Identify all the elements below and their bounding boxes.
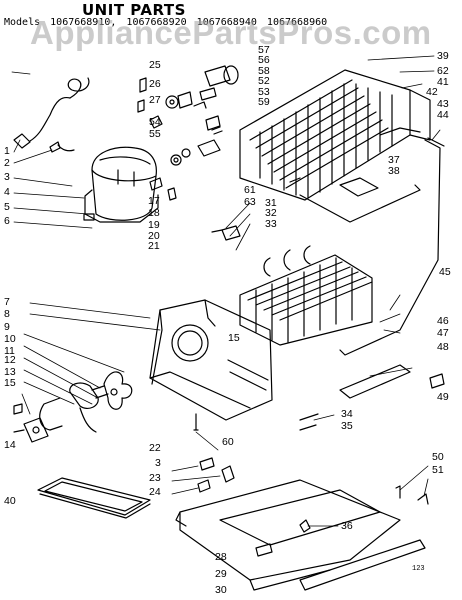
- callout-label: 17: [148, 195, 160, 207]
- callout-label: 60: [222, 436, 234, 448]
- callout-label: 40: [4, 495, 16, 507]
- callout-label: 26: [149, 78, 161, 90]
- model-number: 1067668910,: [50, 17, 117, 28]
- callout-label: 8: [4, 308, 10, 320]
- callout-label: 21: [148, 240, 160, 252]
- models-label: Models: [4, 17, 41, 28]
- callout-label: 7: [4, 296, 10, 308]
- callout-label: 24: [149, 486, 161, 498]
- callout-label: 53: [258, 86, 270, 98]
- callout-label: 56: [258, 54, 270, 66]
- callout-label: 35: [341, 420, 353, 432]
- callout-label: 59: [258, 96, 270, 108]
- callout-label: 34: [341, 408, 353, 420]
- callout-label: 10: [4, 333, 16, 345]
- model-number: 1067668920: [126, 17, 187, 28]
- footer-code: 123: [412, 565, 425, 573]
- callout-label: 11: [4, 345, 15, 357]
- callout-label: 55: [149, 128, 161, 140]
- callout-label: 51: [432, 464, 444, 476]
- callout-label: 5: [4, 201, 10, 213]
- callout-leaders: [11, 55, 441, 527]
- callout-label: 27: [149, 94, 161, 106]
- callout-label: 20: [148, 230, 160, 242]
- callout-label: 54: [149, 116, 161, 128]
- callout-label: 39: [437, 50, 449, 62]
- callout-label: 3: [4, 171, 10, 183]
- callout-label: 15: [228, 332, 240, 344]
- condenser-coil: [239, 69, 431, 201]
- callout-label: 31: [265, 197, 277, 209]
- small-fittings: [137, 65, 239, 135]
- callout-label: 57: [258, 44, 270, 56]
- compressor-relay-parts: [149, 139, 221, 201]
- callout-label: 42: [426, 86, 438, 98]
- callout-label: 19: [148, 219, 160, 231]
- callout-label: 30: [215, 584, 227, 596]
- callout-label: 9: [4, 321, 10, 333]
- fan-shroud: [149, 299, 273, 421]
- callout-label: 50: [432, 451, 444, 463]
- evaporator-coil: [211, 225, 373, 346]
- watermark: AppliancePartsPros.com: [30, 14, 432, 51]
- compressor: [83, 146, 159, 223]
- callout-label: 32: [265, 207, 277, 219]
- callout-label: 14: [4, 439, 16, 451]
- callout-label: 23: [149, 472, 161, 484]
- callout-label: 48: [437, 341, 449, 353]
- callout-label: 47: [437, 327, 449, 339]
- callout-label: 25: [149, 59, 161, 71]
- callout-label: 52: [258, 75, 270, 87]
- callout-label: 33: [265, 218, 277, 230]
- callout-label: 29: [215, 568, 227, 580]
- callout-label: 38: [388, 165, 400, 177]
- callout-label: 45: [439, 266, 451, 278]
- condenser-bracket: [289, 177, 421, 223]
- base-frame: [175, 364, 445, 591]
- callout-label: 41: [437, 76, 449, 88]
- callout-label: 28: [215, 551, 227, 563]
- callout-label: 3: [155, 457, 161, 469]
- callout-label: 2: [4, 157, 10, 169]
- callout-label: 46: [437, 315, 449, 327]
- callout-label: 61: [244, 184, 256, 196]
- callout-label: 12: [4, 354, 16, 366]
- callout-label: 49: [437, 391, 449, 403]
- refrigerant-line: [339, 137, 445, 356]
- callout-label: 22: [149, 442, 161, 454]
- callout-label: 63: [244, 196, 256, 208]
- callout-label: 6: [4, 215, 10, 227]
- callout-label: 15: [4, 377, 16, 389]
- power-cord: [13, 77, 90, 153]
- model-number: 1067668940: [196, 17, 257, 28]
- callout-label: 44: [437, 109, 449, 121]
- callout-label: 58: [258, 65, 270, 77]
- callout-label: 4: [4, 186, 10, 198]
- drain-pan: [37, 477, 151, 519]
- model-number: 1067668960: [266, 17, 328, 28]
- callout-label: 36: [341, 520, 353, 532]
- model-list: Models 1067668910, 1067668920 1067668940…: [4, 17, 331, 28]
- callout-label: 18: [148, 207, 160, 219]
- callout-label: 43: [437, 98, 449, 110]
- callout-label: 13: [4, 366, 16, 378]
- fan-motor: [13, 371, 133, 443]
- page-title: UNIT PARTS: [82, 1, 186, 19]
- callout-label: 37: [388, 154, 400, 166]
- callout-label: 1: [4, 145, 10, 157]
- callout-label: 62: [437, 65, 449, 77]
